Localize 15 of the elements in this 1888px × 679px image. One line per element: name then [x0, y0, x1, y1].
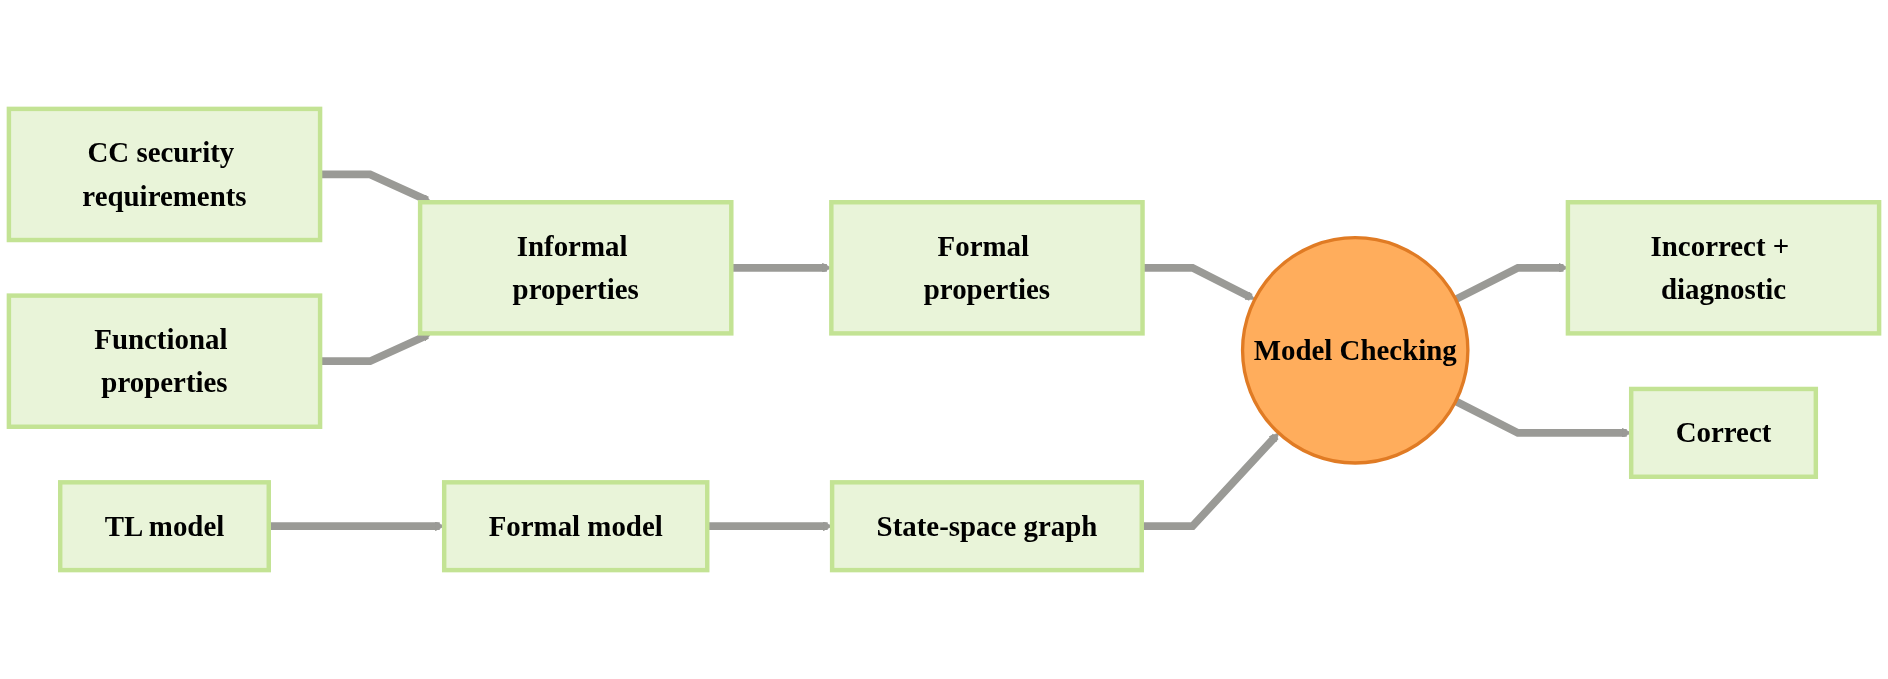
arrow — [707, 521, 833, 532]
node-box: Functional properties — [6, 293, 323, 429]
arrow — [268, 521, 445, 532]
node-box: Formal model — [441, 480, 710, 573]
node-box: TL model — [58, 480, 271, 573]
arrow — [1142, 263, 1256, 301]
node-box: Incorrect + diagnostic — [1565, 200, 1882, 336]
node-box: Informal properties — [417, 200, 734, 336]
arrow — [1141, 432, 1280, 531]
node-box: CC security requirements — [6, 106, 323, 243]
arrow — [731, 262, 832, 273]
node-circle: Model Checking — [1240, 236, 1470, 465]
node-box: Correct — [1628, 386, 1819, 479]
node-box: Formal properties — [829, 200, 1145, 336]
node-box: State-space graph — [829, 480, 1144, 573]
